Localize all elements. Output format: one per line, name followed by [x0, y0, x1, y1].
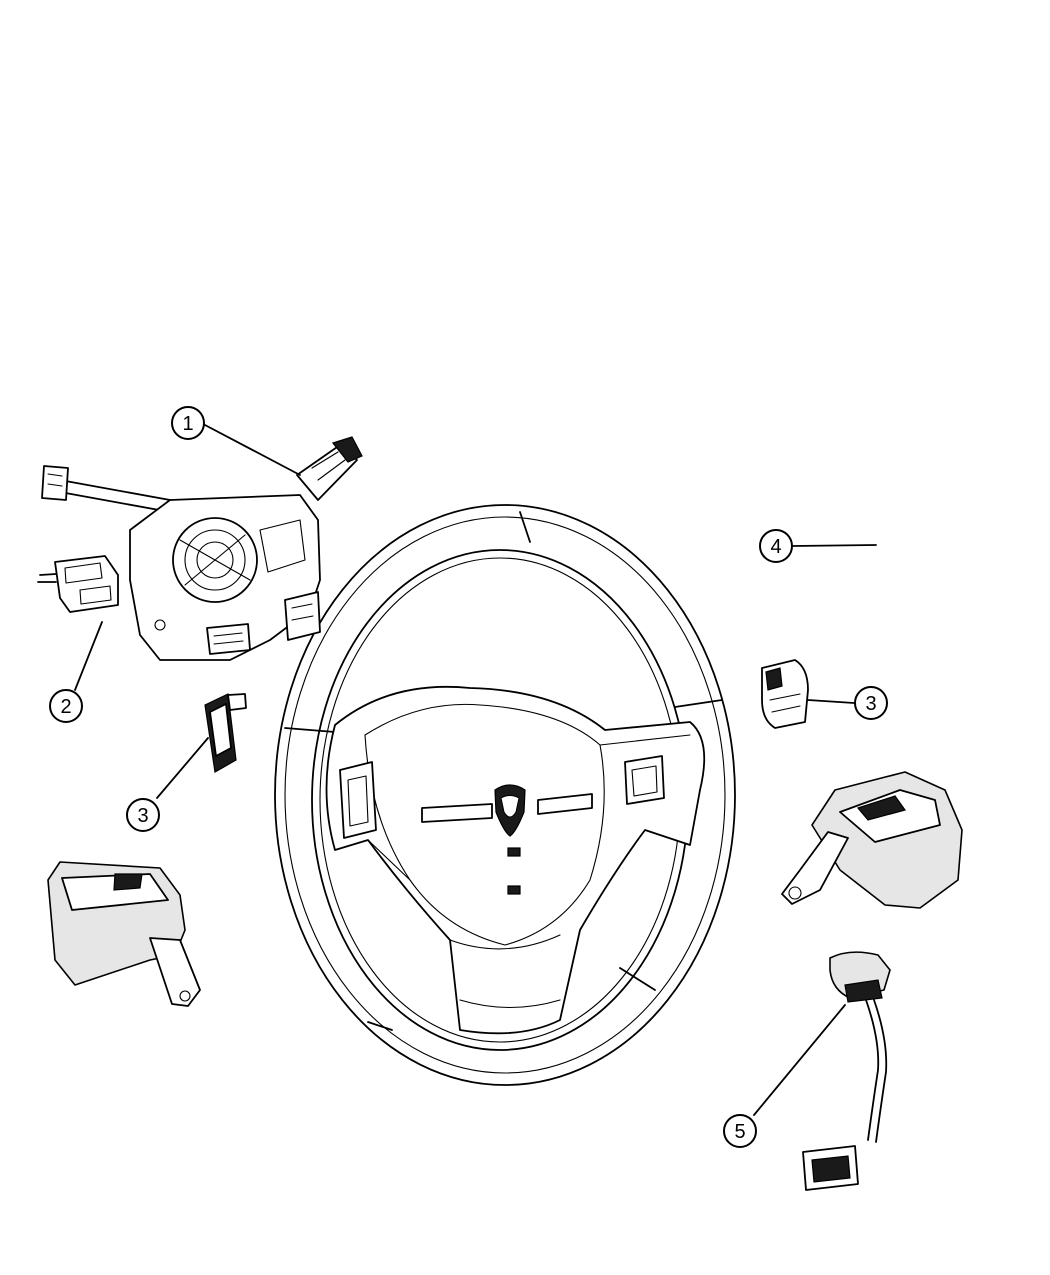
switch-cover-right	[781, 771, 963, 909]
callout-4-circle	[759, 529, 793, 563]
leader-lines	[74, 424, 877, 1116]
leader-line-2	[74, 621, 103, 691]
speed-control-switch-right	[761, 659, 809, 729]
steering-wheel	[274, 504, 736, 1086]
leader-line-1	[204, 424, 301, 476]
callout-3-left: 3	[126, 798, 160, 832]
callout-1: 1	[171, 406, 205, 440]
callout-5-label: 5	[734, 1121, 745, 1143]
callout-3-left-circle	[126, 798, 160, 832]
switch-cover-left	[47, 861, 201, 1007]
callout-5-circle	[723, 1114, 757, 1148]
multifunction-switch-assembly	[41, 436, 363, 661]
callout-3-right-label: 3	[865, 693, 876, 715]
switch-part-2	[37, 555, 119, 613]
leader-line-3-right	[807, 699, 855, 704]
wiring-harness-part-5	[802, 951, 891, 1191]
callout-5: 5	[723, 1114, 757, 1148]
callout-3-right-circle	[854, 686, 888, 720]
callout-4: 4	[759, 529, 793, 563]
callout-3-left-label: 3	[137, 805, 148, 827]
leader-line-5	[753, 1004, 846, 1116]
speed-control-switch-left	[204, 693, 247, 773]
callout-2: 2	[49, 689, 83, 723]
leader-line-3-left	[156, 737, 209, 799]
callout-1-label: 1	[182, 413, 193, 435]
callout-2-circle	[49, 689, 83, 723]
callout-2-label: 2	[60, 696, 71, 718]
leader-line-4	[792, 544, 877, 547]
callout-4-label: 4	[770, 536, 781, 558]
callout-1-circle	[171, 406, 205, 440]
callout-3-right: 3	[854, 686, 888, 720]
